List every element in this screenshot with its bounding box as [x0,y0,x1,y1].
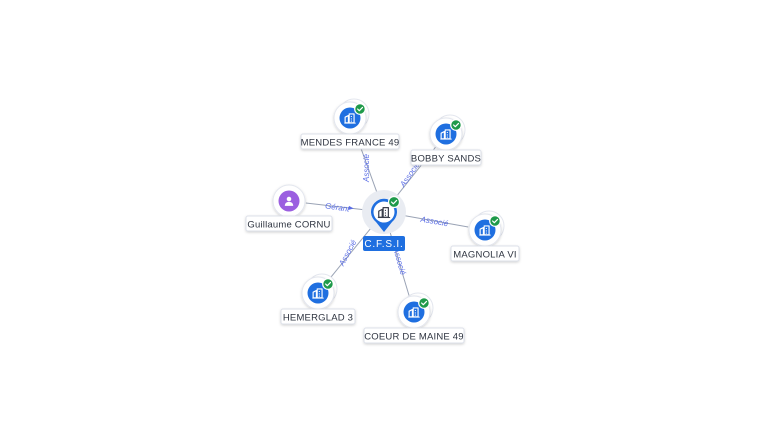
check-badge-icon [418,297,430,309]
edge-relation-label: Associé [337,238,359,268]
node-label: MENDES FRANCE 49 [301,137,400,148]
node-label: MAGNOLIA VI [453,249,516,260]
edge-line [403,215,469,228]
edge-bobby: Associé [396,140,441,197]
node-label-box [410,149,482,166]
edge-relation-label: Gérant [325,201,351,213]
node-label-box [363,327,465,344]
check-badge-icon [354,103,366,115]
edge-relation-label: Associé [362,153,371,183]
node-guillaume[interactable]: Guillaume CORNU [245,184,333,232]
node-magnolia[interactable]: MAGNOLIA VI [450,210,520,262]
edge-guillaume: Gérant [305,201,365,214]
node-hemerglad[interactable]: HEMERGLAD 3 [280,273,356,325]
edge-arrow-icon [348,205,354,210]
check-badge-icon [489,215,501,227]
edge-relation-label: Associé [419,215,450,229]
center-label: C.F.S.I. [364,239,403,250]
center-node[interactable]: C.F.S.I. [362,190,406,251]
node-label: Guillaume CORNU [247,219,330,230]
node-label: HEMERGLAD 3 [283,312,353,323]
check-badge-icon [450,119,462,131]
node-coeur[interactable]: COEUR DE MAINE 49 [363,292,465,344]
nodes-layer: MENDES FRANCE 49 BOBBY SANDS Guillaume COR… [245,98,520,344]
node-bobby[interactable]: BOBBY SANDS [410,114,482,166]
edge-magnolia: Associé [403,215,476,230]
node-label: COEUR DE MAINE 49 [364,331,463,342]
node-label-box [450,245,520,262]
check-badge-icon [387,195,401,209]
node-label-box [280,308,356,325]
node-label-box [300,133,400,150]
node-label: BOBBY SANDS [411,153,481,164]
node-label-box [245,215,333,232]
center-label-box [363,236,405,251]
node-mendes[interactable]: MENDES FRANCE 49 [300,98,400,150]
check-badge-icon [322,278,334,290]
edge-line [305,202,365,211]
